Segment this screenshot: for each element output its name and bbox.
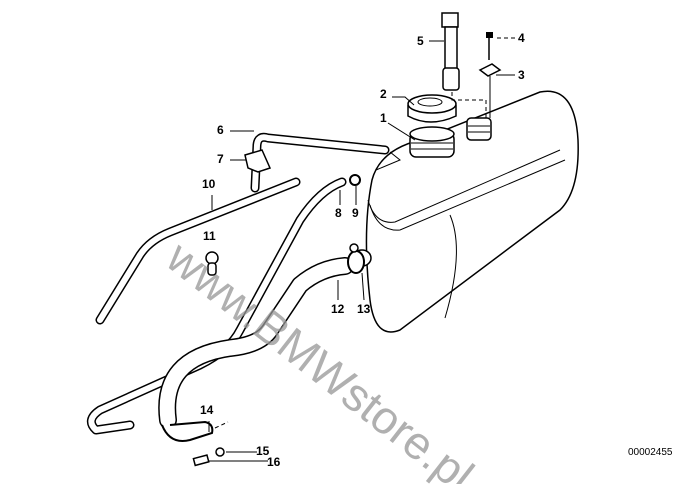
callout-14: 14	[200, 403, 214, 417]
hose-10	[95, 177, 301, 325]
clamp-13	[347, 243, 365, 274]
screw-and-nut	[478, 32, 502, 118]
callout-8: 8	[335, 206, 342, 220]
callout-1: 1	[380, 111, 387, 125]
callout-13: 13	[357, 302, 371, 316]
hose-12	[158, 257, 354, 429]
clip-11	[205, 251, 219, 276]
callout-4: 4	[518, 31, 525, 45]
callout-7: 7	[217, 152, 224, 166]
sensor-boss	[466, 117, 492, 141]
mount-clamp	[161, 420, 229, 467]
callout-3: 3	[518, 68, 525, 82]
callout-5: 5	[417, 34, 424, 48]
callout-12: 12	[331, 302, 345, 316]
filler-neck	[409, 126, 455, 158]
callout-9: 9	[352, 206, 359, 220]
callout-2: 2	[380, 87, 387, 101]
callout-leaders	[208, 37, 515, 462]
bracket	[244, 149, 272, 173]
callout-15: 15	[256, 444, 270, 458]
expansion-tank	[352, 90, 579, 333]
clamp-9	[349, 174, 361, 186]
callout-10: 10	[202, 177, 216, 191]
catalog-number: 00002455	[628, 447, 673, 458]
level-sensor	[441, 12, 487, 118]
hose-6	[250, 132, 401, 193]
callout-16: 16	[267, 455, 281, 469]
callout-11: 11	[203, 229, 216, 243]
filler-cap	[407, 94, 457, 123]
callout-6: 6	[217, 123, 224, 137]
